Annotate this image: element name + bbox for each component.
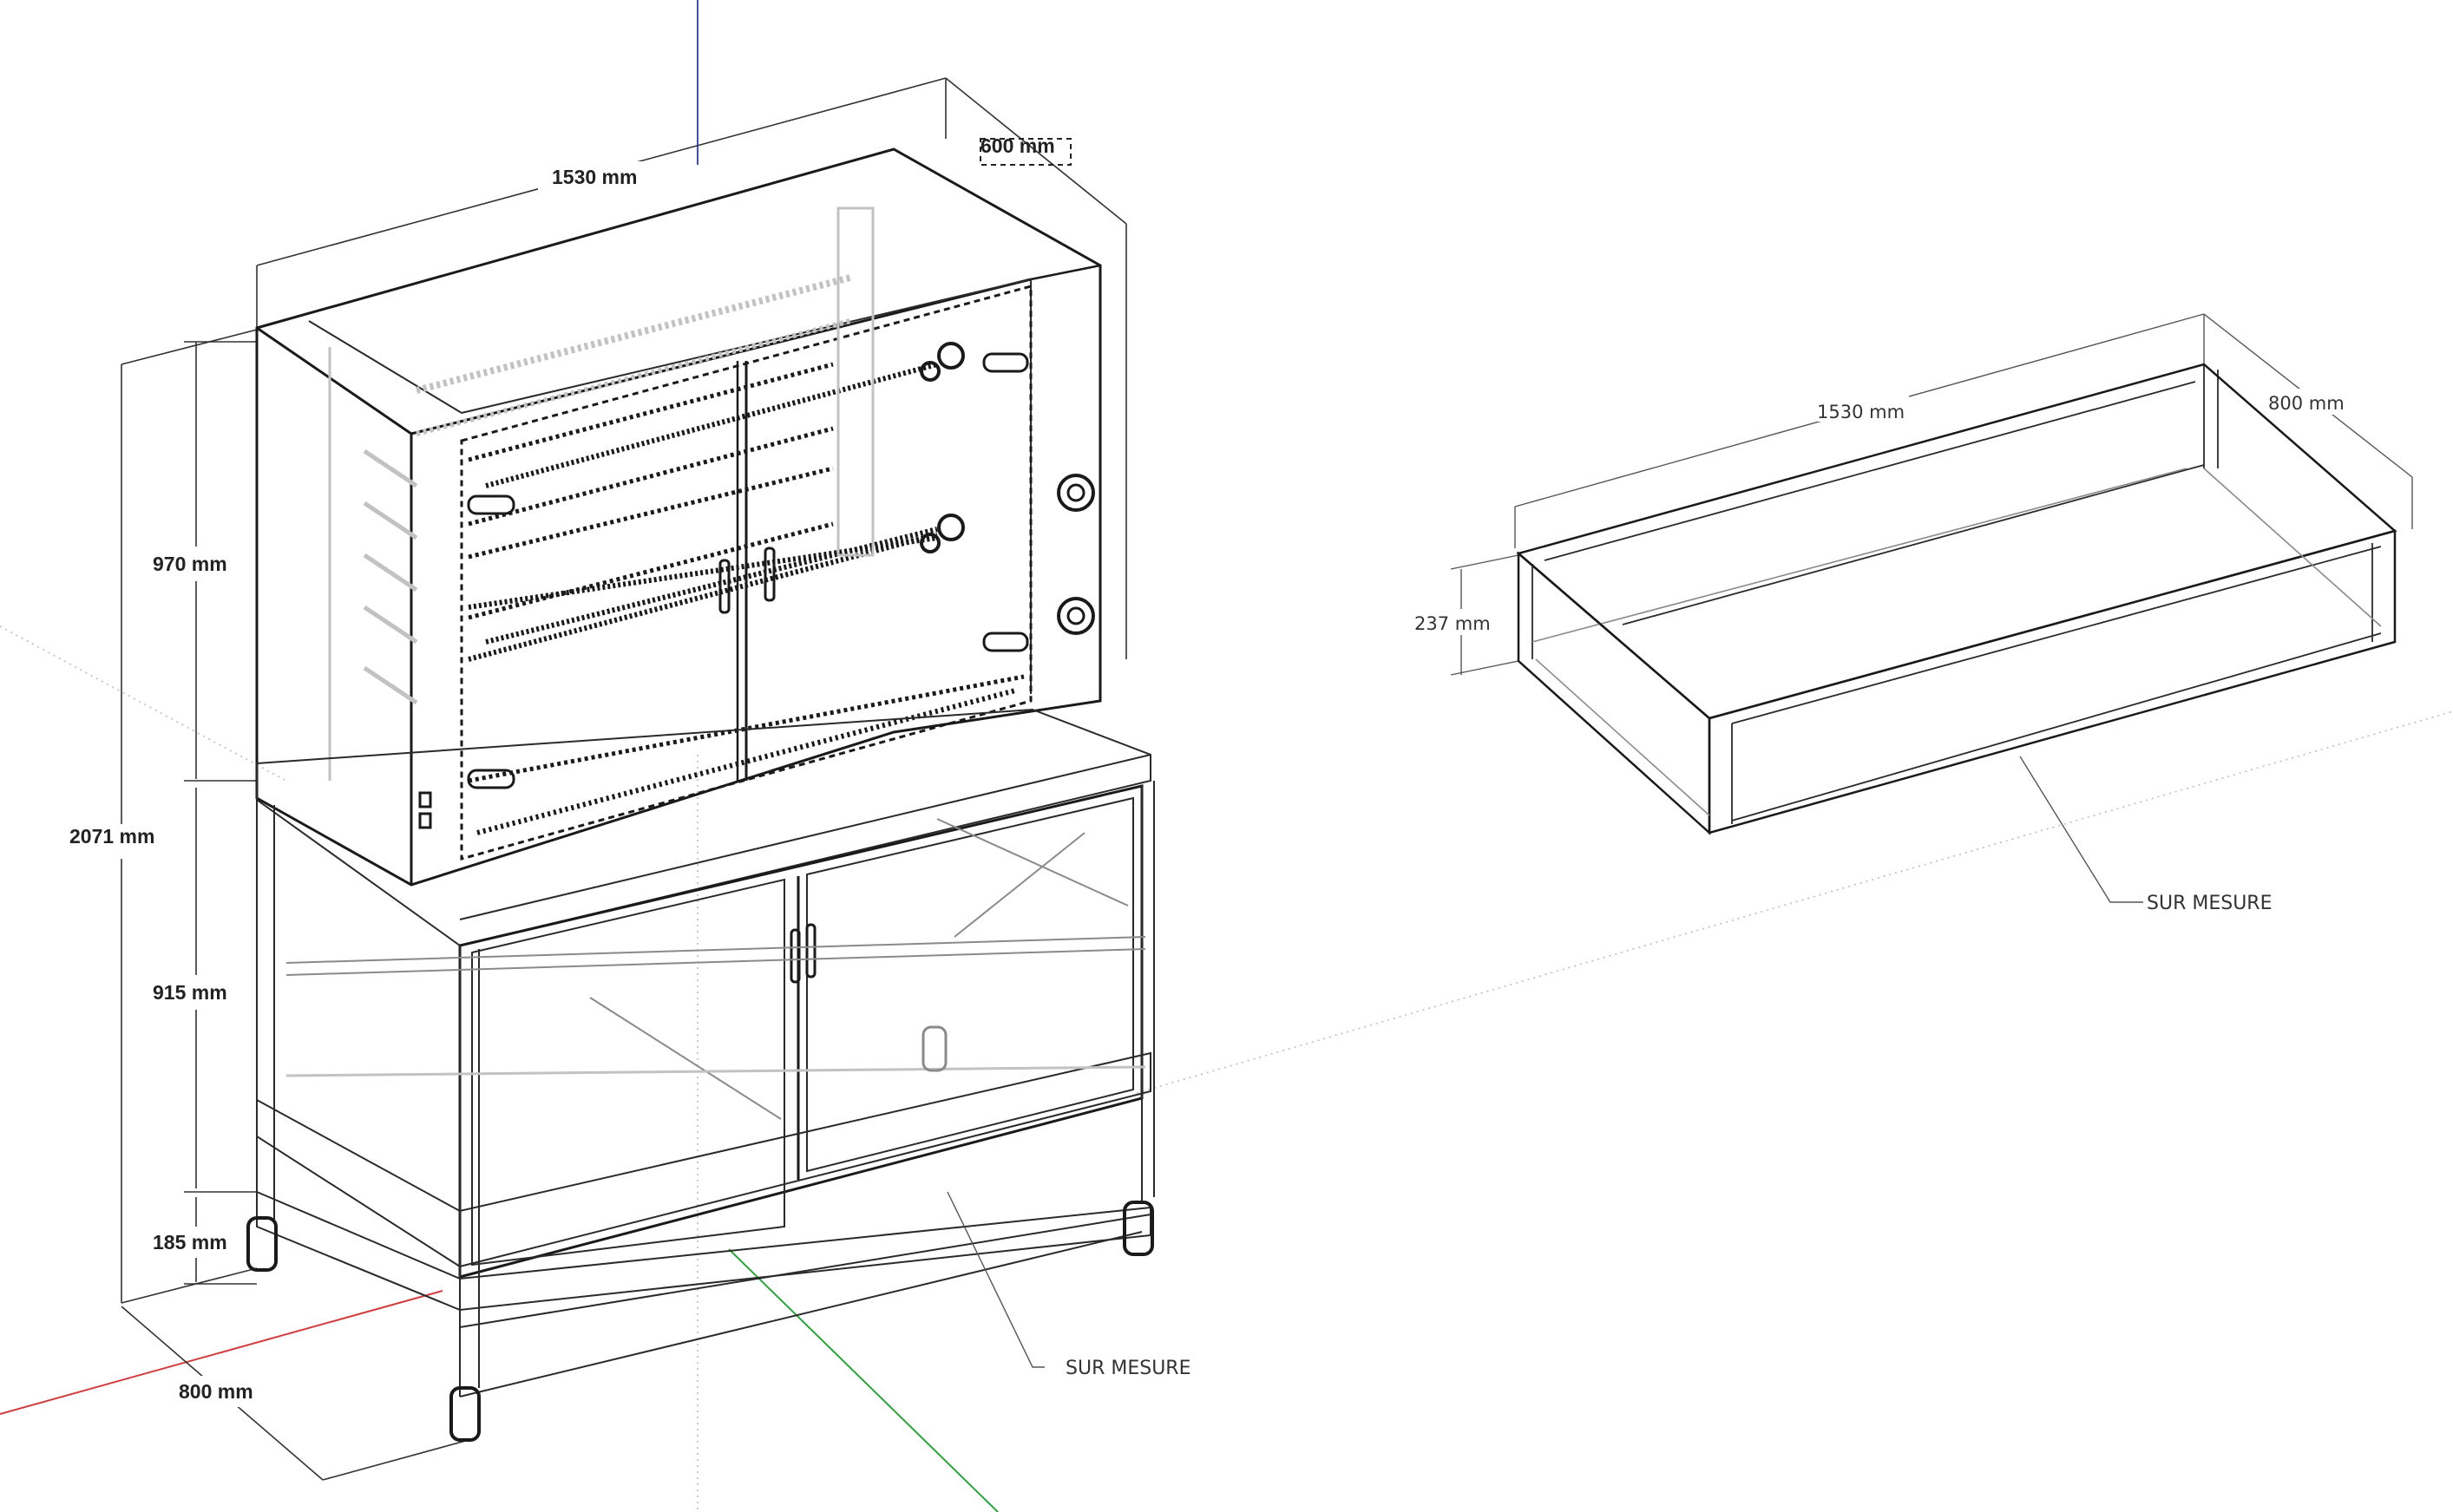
control-knobs (1057, 474, 1095, 635)
tray-labels: 1530 mm 800 mm 237 mm (1411, 389, 2351, 635)
caster-back-right (922, 1025, 948, 1072)
label-display-height: 970 mm (153, 553, 227, 575)
label-total-height: 2071 mm (69, 825, 154, 848)
caster-front-right (1123, 1201, 1154, 1256)
red-axis-dotted (1136, 710, 2453, 1094)
label-display-width: 1530 mm (552, 166, 637, 188)
label-base-depth: 800 mm (179, 1380, 253, 1403)
switch-icon-2[interactable] (418, 812, 432, 829)
label-tray-height: 237 mm (1414, 613, 1491, 634)
knob-top-icon[interactable] (1057, 474, 1095, 512)
cabinet-handle-left[interactable] (790, 928, 801, 984)
caster-front-left (449, 1386, 481, 1442)
red-axis (0, 1290, 443, 1415)
ghost-rails (328, 206, 875, 781)
base-cabinet (246, 708, 1155, 1442)
dimension-labels: 1530 mm 600 mm 970 mm 2071 mm 915 mm 185… (66, 134, 1055, 1407)
handle-left[interactable] (718, 559, 731, 614)
caster-back-left (246, 1216, 278, 1272)
green-axis (728, 1248, 999, 1512)
spit-rails (468, 362, 1025, 835)
spit-gears (920, 342, 965, 553)
label-foot-height: 185 mm (153, 1231, 227, 1253)
leader-lines (947, 756, 2143, 1368)
green-axis-dotted (0, 625, 287, 782)
custom-notes: SUR MESURE SUR MESURE (1066, 893, 2272, 1379)
hinges (467, 352, 1029, 789)
label-display-depth: 600 mm (981, 134, 1055, 157)
label-tray-depth: 800 mm (2268, 393, 2345, 414)
note-base-custom: SUR MESURE (1066, 1358, 1190, 1379)
knob-bottom-icon[interactable] (1057, 597, 1095, 635)
switch-icon[interactable] (418, 791, 432, 808)
door-handles (718, 547, 776, 614)
casters (246, 1025, 1154, 1442)
handle-right[interactable] (764, 547, 776, 602)
label-base-height: 915 mm (153, 981, 227, 1004)
display-case (255, 147, 1102, 887)
note-tray-custom: SUR MESURE (2147, 893, 2272, 914)
cabinet-handle-right[interactable] (805, 923, 817, 979)
label-tray-width: 1530 mm (1817, 402, 1905, 422)
